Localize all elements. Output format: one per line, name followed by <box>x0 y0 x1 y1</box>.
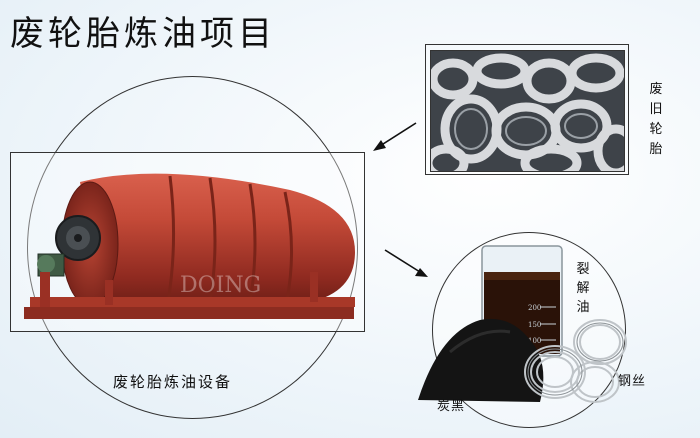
beaker-tick-200: 200 <box>528 304 541 312</box>
machine-caption: 废轮胎炼油设备 <box>113 373 233 391</box>
tyre-caption-char-4: 胎 <box>649 142 663 157</box>
tyre-caption-char-3: 轮 <box>649 122 663 137</box>
oil-label-char-2: 解 <box>576 281 590 296</box>
tyre-frame-back <box>425 44 629 175</box>
oil-label-char-1: 裂 <box>576 262 590 277</box>
tyre-caption-char-1: 废 <box>649 82 663 97</box>
carbon-black-label: 炭黑 <box>437 399 466 414</box>
tyre-caption-char-2: 旧 <box>649 102 663 117</box>
oil-label-char-3: 油 <box>576 300 590 315</box>
page-title: 废轮胎炼油项目 <box>10 14 276 54</box>
pyrolysis-machine-image: DOING <box>24 173 355 319</box>
products-image: 200 150 100 <box>418 245 627 403</box>
waste-tyres-image <box>431 51 624 171</box>
beaker-tick-150: 150 <box>528 321 541 329</box>
tyre-caption: 废 旧 轮 胎 <box>648 80 664 160</box>
machine-circle <box>27 76 358 419</box>
beaker-tick-100: 100 <box>528 337 541 345</box>
tyre-photo-frame <box>430 50 625 172</box>
steel-wire-label: 钢丝 <box>618 374 647 389</box>
oil-label: 裂 解 油 <box>575 260 591 317</box>
watermark-text: DOING <box>180 273 261 298</box>
